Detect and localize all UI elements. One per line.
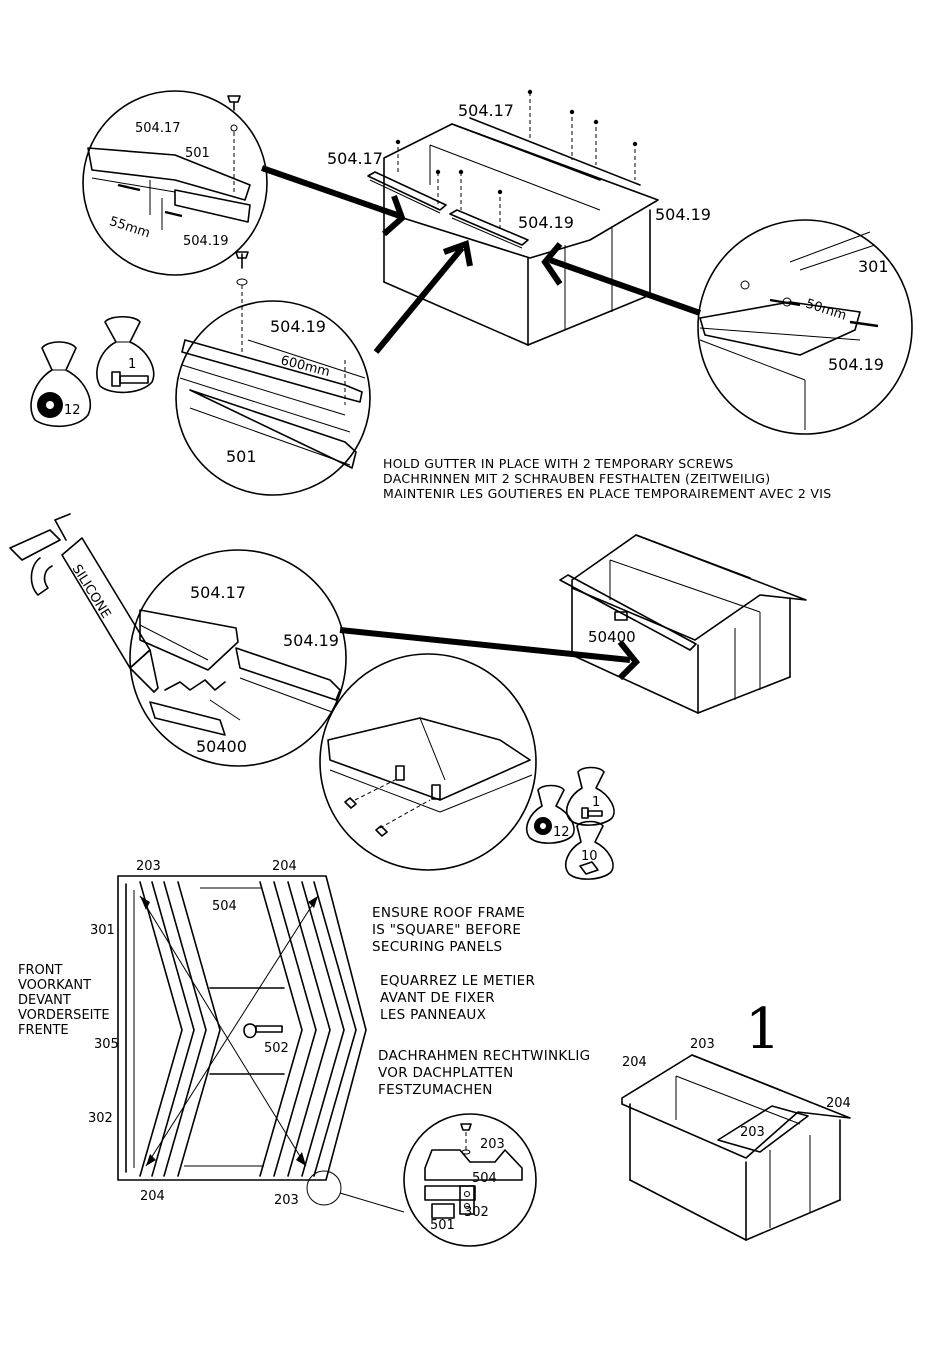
detail-circle-middle-left [175,285,371,496]
label-504-frame: 504 [212,899,237,914]
shed-bottom-right [621,1054,851,1241]
label-204-frame-bottom: 204 [140,1189,165,1204]
detail-circle-top-left [82,90,268,276]
gutter-note-fr: MAINTENIR LES GOUTIERES EN PLACE TEMPORA… [383,486,831,501]
label-600mm: 600mm [279,353,331,380]
label-204-shed-right: 204 [826,1096,851,1111]
square-note-fr-2: AVANT DE FIXER [380,990,495,1006]
label-305-frame: 305 [94,1037,119,1052]
label-504-19-right: 504.19 [655,205,711,224]
label-204-frame-top: 204 [272,859,297,874]
label-301-frame: 301 [90,923,115,938]
bag-screws-1 [96,315,155,394]
silicone-gun [9,513,159,693]
bag-screws-1-count: 1 [128,357,136,372]
label-203-shed-front: 203 [740,1125,765,1140]
shed-middle-right [559,534,807,714]
label-50400-shed: 50400 [588,628,636,646]
label-504-19-detail: 504.19 [183,234,229,249]
label-504-detail: 504 [472,1171,497,1186]
bag-nuts-10 [565,820,614,880]
arrow-to-shed-middle [339,627,641,681]
bag-washers-12 [30,341,91,428]
bag-screws-1-middle-count: 1 [592,795,600,810]
square-note-de-1: DACHRAHMEN RECHTWINKLIG [378,1048,590,1064]
screw-icon-middle-left [235,251,249,286]
detail-circle-right [697,219,913,435]
arrow-to-shed-center [373,239,473,354]
label-504-19-center: 504.19 [518,213,574,232]
detail-circle-joint [319,653,537,871]
screw-icon-top-left [227,95,241,111]
front-label-es: FRENTE [18,1023,69,1038]
label-504-17-top: 504.17 [458,101,514,120]
label-501-detail-2: 501 [226,447,257,466]
gutter-note-de: DACHRINNEN MIT 2 SCHRAUBEN FESTHALTEN (Z… [383,471,770,486]
label-50400-silicone: 50400 [196,737,247,756]
label-504-17-silicone: 504.17 [190,583,246,602]
label-501-detail-bottom: 501 [430,1218,455,1233]
label-55mm: 55mm [107,214,151,241]
square-note-de-3: FESTZUMACHEN [378,1082,493,1098]
front-label-nl: VOORKANT [18,978,91,993]
label-302-frame: 302 [88,1111,113,1126]
square-note-en-2: IS "SQUARE" BEFORE [372,922,521,938]
front-label-en: FRONT [18,963,62,978]
label-203-frame-bottom: 203 [274,1193,299,1208]
label-504-19-silicone: 504.19 [283,631,339,650]
label-504-19-detail-3: 504.19 [828,355,884,374]
label-504-17-left: 504.17 [327,149,383,168]
label-501-detail: 501 [185,146,210,161]
bag-washers-12-count: 12 [64,403,81,418]
silicone-label: SILICONE [69,562,114,621]
bag-washers-12-middle-count: 12 [553,825,570,840]
square-note-en-1: ENSURE ROOF FRAME [372,905,525,921]
arrow-to-shed-right [541,242,701,316]
label-504-19-detail-2: 504.19 [270,317,326,336]
front-label-fr: DEVANT [18,993,71,1008]
front-label-de: VORDERSEITE [18,1008,110,1023]
label-204-shed-left: 204 [622,1055,647,1070]
label-502-frame: 502 [264,1041,289,1056]
corner-detail [306,1113,537,1247]
square-note-fr-1: EQUARREZ LE METIER [380,973,535,989]
detail-circle-silicone [129,549,347,767]
square-note-fr-3: LES PANNEAUX [380,1007,486,1023]
label-203-shed-top: 203 [690,1037,715,1052]
label-50mm: 50mm [804,297,848,324]
roof-frame [117,875,367,1181]
bag-nuts-10-count: 10 [581,849,598,864]
bag-screws-1-middle [566,766,615,826]
arrow-to-shed-left [261,165,406,237]
square-note-de-2: VOR DACHPLATTEN [378,1065,514,1081]
gutter-note-en: HOLD GUTTER IN PLACE WITH 2 TEMPORARY SC… [383,456,734,471]
label-203-frame-top: 203 [136,859,161,874]
step-number: 1 [745,997,781,1062]
square-note-en-3: SECURING PANELS [372,939,502,955]
label-504-17-detail: 504.17 [135,121,181,136]
label-203-detail: 203 [480,1137,505,1152]
shed-top-center [367,89,659,346]
label-301-detail: 301 [858,257,889,276]
bag-washers-12-middle [526,784,575,844]
label-302-detail: 302 [464,1205,489,1220]
